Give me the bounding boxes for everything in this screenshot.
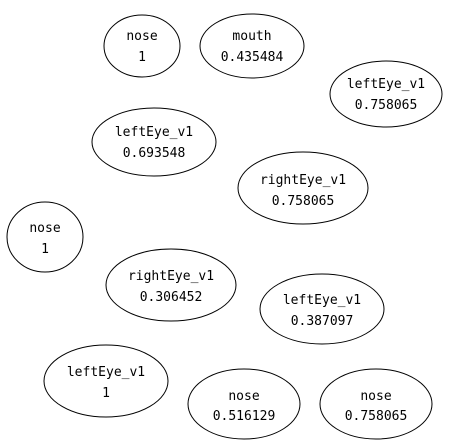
node-4: leftEye_v1 0.693548 [91,107,217,177]
node-2-value: 0.435484 [221,50,284,65]
node-11-ellipse [319,368,433,440]
node-5: rightEye_v1 0.758065 [237,151,369,225]
node-7: rightEye_v1 0.306452 [105,248,237,322]
node-10-ellipse [187,368,301,440]
node-8-value: 0.387097 [291,314,354,329]
node-8-label: leftEye_v1 [283,293,361,308]
node-7-value: 0.306452 [140,290,203,305]
node-6-ellipse [6,201,84,273]
node-7-label: rightEye_v1 [128,269,214,284]
node-5-ellipse [237,151,369,225]
node-5-value: 0.758065 [272,194,335,209]
node-1-value: 1 [138,50,146,65]
node-10-value: 0.516129 [213,409,276,424]
node-2-label: mouth [232,29,271,44]
node-4-value: 0.693548 [123,146,186,161]
node-1-label: nose [126,29,157,44]
node-1-ellipse [103,14,181,78]
node-8-ellipse [259,273,385,345]
node-11: nose 0.758065 [319,368,433,440]
node-3-label: leftEye_v1 [347,77,425,92]
node-9: leftEye_v1 1 [43,344,169,418]
node-11-label: nose [360,389,391,404]
node-4-ellipse [91,107,217,177]
node-11-value: 0.758065 [345,409,408,424]
node-4-label: leftEye_v1 [115,125,193,140]
node-8: leftEye_v1 0.387097 [259,273,385,345]
node-6-value: 1 [41,242,49,257]
node-10: nose 0.516129 [187,368,301,440]
node-2-ellipse [199,13,305,79]
node-9-ellipse [43,344,169,418]
node-9-label: leftEye_v1 [67,365,145,380]
node-7-ellipse [105,248,237,322]
node-1: nose 1 [103,14,181,78]
node-5-label: rightEye_v1 [260,173,346,188]
node-3-value: 0.758065 [355,98,418,113]
node-9-value: 1 [102,386,110,401]
node-3: leftEye_v1 0.758065 [329,60,443,128]
node-6: nose 1 [6,201,84,273]
node-6-label: nose [29,221,60,236]
node-3-ellipse [329,60,443,128]
node-10-label: nose [228,389,259,404]
node-2: mouth 0.435484 [199,13,305,79]
